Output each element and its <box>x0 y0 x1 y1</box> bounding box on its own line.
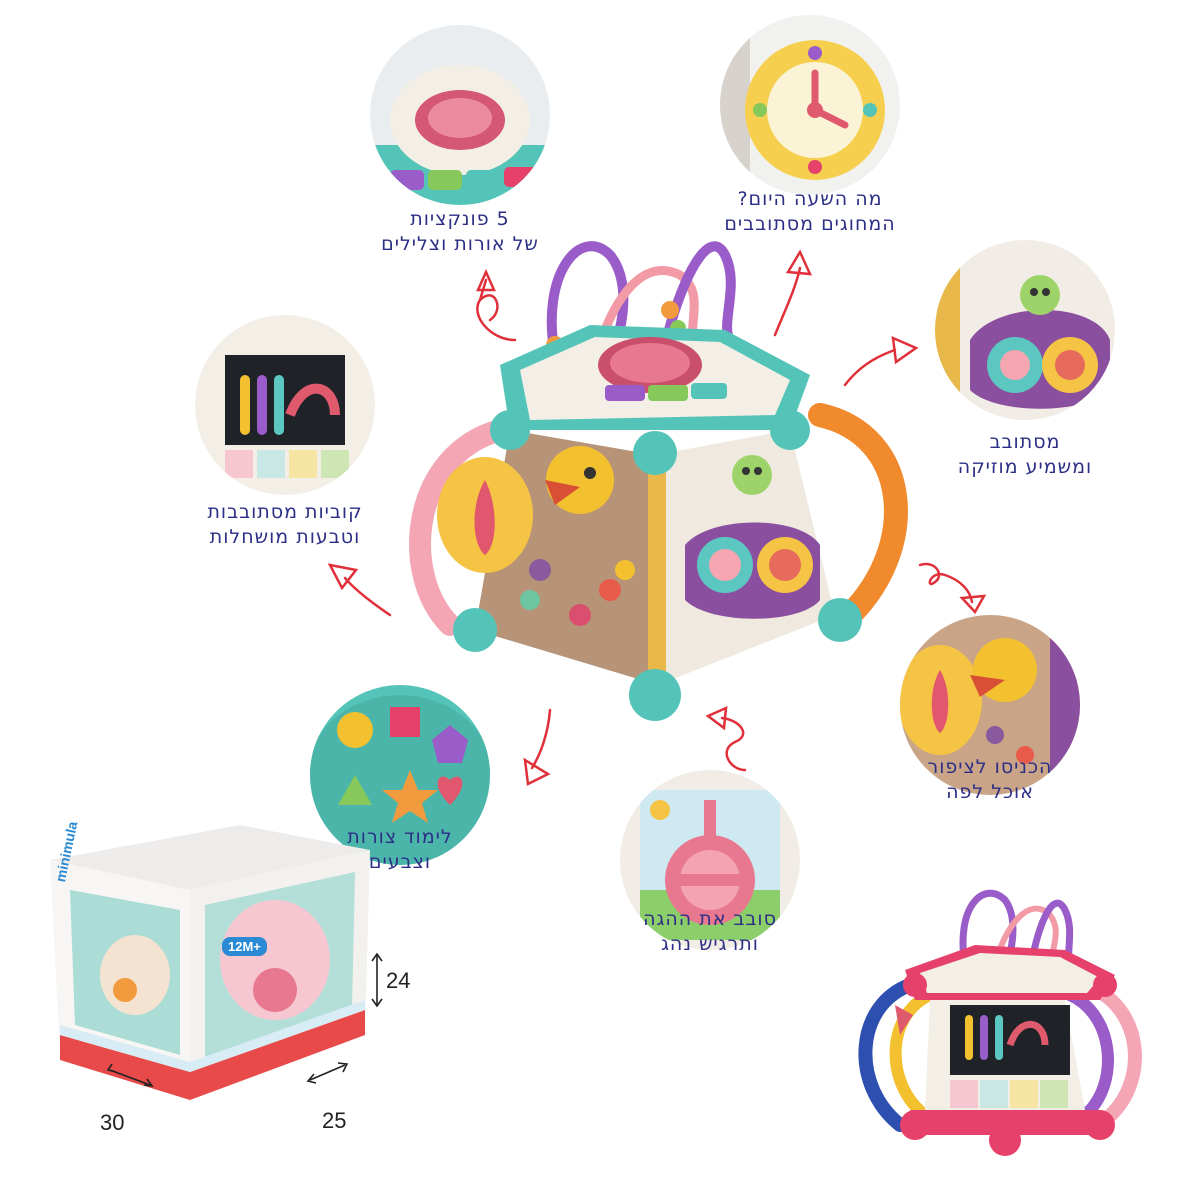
arrow-shapes-head <box>523 757 551 786</box>
caption-clock-line-1: מה השעה היום? <box>737 188 883 210</box>
arrow-beads-head <box>327 563 359 591</box>
arrow-clock <box>773 266 802 337</box>
caption-music-line-1: מסתובב <box>989 431 1061 453</box>
caption-beads-line-2: וטבעות מושחלות <box>209 526 361 548</box>
dimension-markers <box>106 952 383 1088</box>
detail-circle-lights <box>370 25 550 205</box>
arrow-beads <box>343 576 392 617</box>
arrow-wheel <box>720 716 747 772</box>
caption-clock-line-2: המחוגים מסתובבים <box>724 213 896 235</box>
arrow-shapes <box>530 708 552 770</box>
caption-lights-line-1: 5 פונקציות <box>410 208 510 230</box>
caption-beads: קוביות מסתובבות וטבעות מושחלות <box>155 500 415 550</box>
detail-circle-beads <box>195 315 375 495</box>
detail-circle-shapes <box>310 685 490 865</box>
arrow-music-head <box>891 335 919 365</box>
caption-shapes: לימוד צורות וצבעים <box>270 825 530 875</box>
arrow-wheel-head <box>705 705 728 731</box>
caption-bird-line-2: אוכל לפה <box>946 781 1034 803</box>
dimension-width: 30 <box>100 1110 125 1135</box>
detail-circle-wheel <box>620 770 800 950</box>
caption-lights-line-2: של אורות וצלילים <box>381 233 539 255</box>
package-age-badge: 12M+ <box>222 937 267 956</box>
caption-music-line-2: ומשמיע מוזיקה <box>957 456 1093 478</box>
caption-beads-line-1: קוביות מסתובבות <box>207 501 363 523</box>
dimension-height: 24 <box>386 968 411 993</box>
arrow-clock-head <box>785 249 813 276</box>
caption-wheel: סובב את ההגה ותרגיש נהג <box>580 907 840 957</box>
dimension-depth: 25 <box>322 1108 347 1133</box>
caption-clock: מה השעה היום? המחוגים מסתובבים <box>680 187 940 237</box>
caption-shapes-line-1: לימוד צורות <box>347 826 453 848</box>
caption-shapes-line-2: וצבעים <box>368 851 432 873</box>
pink-variant-toy-image <box>858 889 1142 1156</box>
caption-lights: 5 פונקציות של אורות וצלילים <box>330 207 590 257</box>
detail-circle-clock <box>720 15 900 195</box>
caption-wheel-line-2: ותרגיש נהג <box>661 933 759 955</box>
caption-wheel-line-1: סובב את ההגה <box>643 908 777 930</box>
caption-music: מסתובב ומשמיע מוזיקה <box>895 430 1155 480</box>
arrow-bird <box>918 562 974 604</box>
caption-bird-line-1: הכניסו לציפור <box>927 756 1053 778</box>
caption-bird: הכניסו לציפור אוכל לפה <box>860 755 1120 805</box>
arrow-bird-head <box>959 594 987 615</box>
arrow-music <box>843 348 897 387</box>
arrow-lights-head <box>476 268 496 292</box>
package-box-image <box>50 825 370 1100</box>
main-toy-image <box>409 241 908 721</box>
